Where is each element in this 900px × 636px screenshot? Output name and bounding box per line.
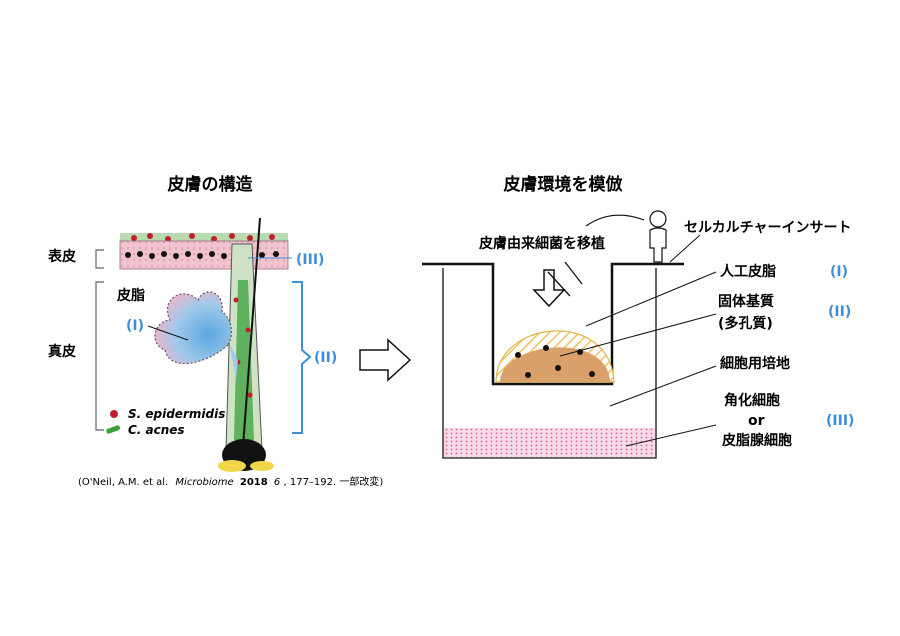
culture-setup-illustration: 皮膚由来細菌を移植 セルカルチャーインサート 人工皮脂 (I) 固体基質 (多孔…	[422, 210, 854, 459]
left-title: 皮膚の構造	[168, 174, 254, 195]
right-title: 皮膚環境を模倣	[504, 174, 623, 195]
label-medium: 細胞用培地	[720, 355, 790, 372]
label-transplant: 皮膚由来細菌を移植	[478, 235, 605, 252]
s-epidermidis-marker	[110, 410, 118, 418]
citation-year: 2018	[240, 477, 268, 488]
left-roman-2: (II)	[314, 350, 337, 366]
label-or: or	[748, 413, 765, 429]
roman-1-pointer	[147, 325, 189, 341]
legend-s-epidermidis: S. epidermidis	[128, 407, 225, 421]
label-insert: セルカルチャーインサート	[684, 220, 851, 236]
c-acnes-marker	[106, 425, 121, 434]
cells-pointer	[625, 424, 717, 447]
dermis-bracket	[95, 281, 104, 431]
person-icon	[649, 210, 667, 263]
label-keratinocyte: 角化細胞	[724, 392, 780, 409]
label-artificial-sebum: 人工皮脂	[720, 263, 776, 280]
sebum-pointer	[585, 271, 717, 327]
roman-2-brace	[292, 281, 312, 434]
skin-structure-illustration: S. epidermidis C. acnes 表皮 真皮 皮脂 (I) (II…	[47, 217, 337, 472]
insert-pointer	[669, 234, 701, 263]
culture-insert	[422, 262, 684, 386]
label-solid-substrate: 固体基質	[718, 293, 774, 310]
citation: (O'Neil, A.M. et al. Microbiome 2018 6 ,…	[78, 475, 383, 488]
insert-curve-pointer	[585, 214, 645, 227]
label-porous: (多孔質)	[718, 315, 773, 332]
legend-c-acnes: C. acnes	[128, 423, 185, 437]
substrate-pointer	[559, 313, 717, 357]
citation-pages: , 177–192. 一部改変)	[283, 475, 383, 488]
citation-authors: (O'Neil, A.M. et al.	[78, 477, 168, 488]
label-epidermis: 表皮	[47, 248, 76, 265]
sebaceous-gland	[154, 291, 238, 380]
epidermis-bracket	[95, 249, 104, 269]
right-roman-1: (I)	[830, 264, 848, 280]
transition-arrow	[359, 338, 412, 382]
skin-surface-layer	[120, 233, 288, 241]
medium-pointer	[609, 365, 717, 407]
citation-journal: Microbiome	[175, 477, 233, 488]
left-roman-3: (III)	[296, 252, 324, 268]
right-roman-2: (II)	[828, 304, 851, 320]
label-dermis: 真皮	[48, 343, 76, 360]
label-sebaceous: 皮脂	[116, 287, 145, 304]
right-roman-3: (III)	[826, 413, 854, 429]
left-roman-1: (I)	[126, 318, 144, 334]
label-sebocyte: 皮脂腺細胞	[721, 432, 792, 449]
citation-volume: 6	[274, 477, 280, 488]
inoculation-arrow	[532, 269, 566, 308]
cell-layer	[444, 428, 655, 457]
